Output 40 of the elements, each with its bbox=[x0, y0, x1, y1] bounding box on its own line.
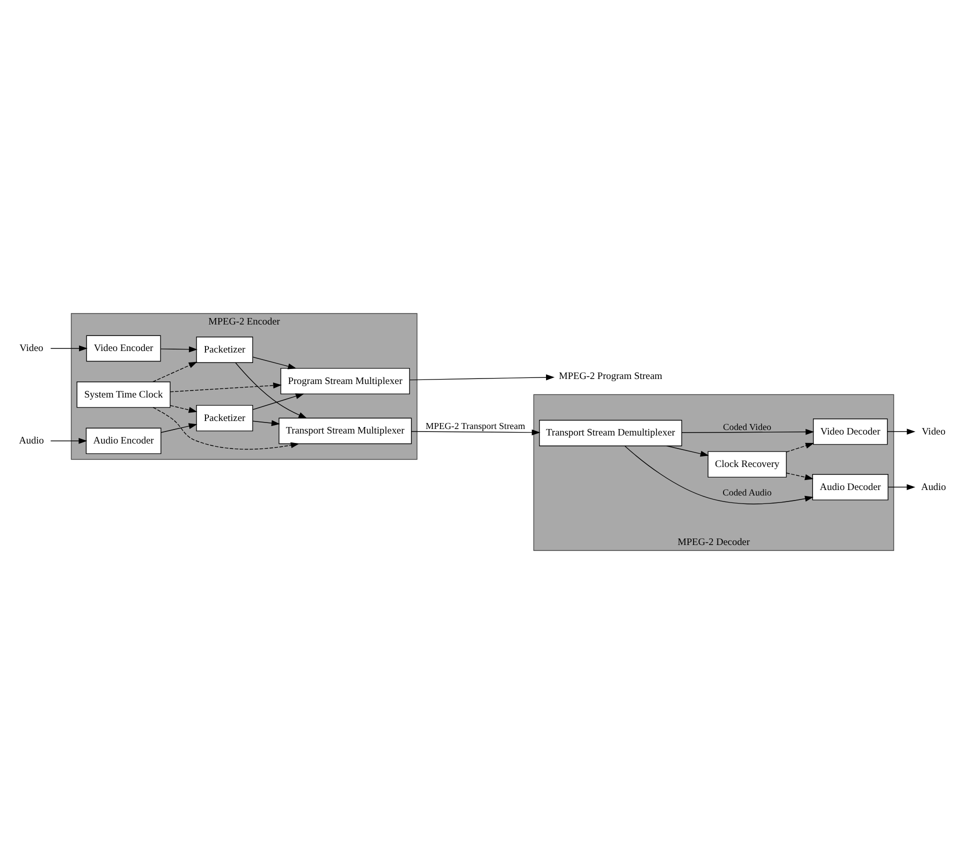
node-box: Video Decoder bbox=[812, 418, 888, 444]
node-box: Audio Encoder bbox=[86, 427, 162, 454]
arrow bbox=[411, 428, 540, 435]
node-text: Video bbox=[922, 426, 946, 437]
node-box: Clock Recovery bbox=[708, 450, 787, 478]
node-text: Audio bbox=[921, 481, 946, 492]
arrow bbox=[160, 422, 198, 432]
edge-label: Coded Video bbox=[723, 421, 772, 432]
arrow bbox=[681, 428, 814, 434]
arrow bbox=[235, 362, 308, 418]
arrow bbox=[666, 445, 709, 456]
node-box: Audio Decoder bbox=[812, 473, 888, 500]
node-box: Packetizer bbox=[196, 404, 254, 431]
node-box: Transport Stream Multiplexer bbox=[278, 417, 412, 444]
arrow bbox=[152, 361, 198, 382]
node-box: System Time Clock bbox=[76, 380, 171, 408]
edge-label: MPEG-2 Transport Stream bbox=[426, 420, 526, 431]
arrow bbox=[409, 374, 555, 380]
node-text: Video bbox=[20, 342, 44, 354]
arrow bbox=[888, 484, 916, 490]
node-text: MPEG-2 Program Stream bbox=[558, 370, 662, 382]
arrow bbox=[160, 346, 198, 352]
node-box: Program Stream Multiplexer bbox=[280, 367, 410, 394]
arrow bbox=[786, 472, 814, 480]
arrow bbox=[786, 442, 814, 452]
node-box: Transport Stream Demultiplexer bbox=[539, 419, 682, 446]
arrow bbox=[50, 344, 88, 351]
node-box: Packetizer bbox=[196, 336, 254, 362]
node-text: Audio bbox=[18, 435, 44, 446]
arrow bbox=[887, 428, 916, 434]
arrow bbox=[252, 420, 280, 426]
arrow bbox=[50, 437, 88, 444]
edge-label: Coded Audio bbox=[722, 486, 772, 497]
node-box: Video Encoder bbox=[86, 334, 161, 362]
arrow bbox=[624, 445, 814, 504]
arrow bbox=[252, 356, 297, 369]
arrow bbox=[252, 392, 304, 410]
arrow bbox=[170, 404, 198, 412]
arrow bbox=[170, 382, 282, 392]
arrow bbox=[152, 406, 300, 450]
